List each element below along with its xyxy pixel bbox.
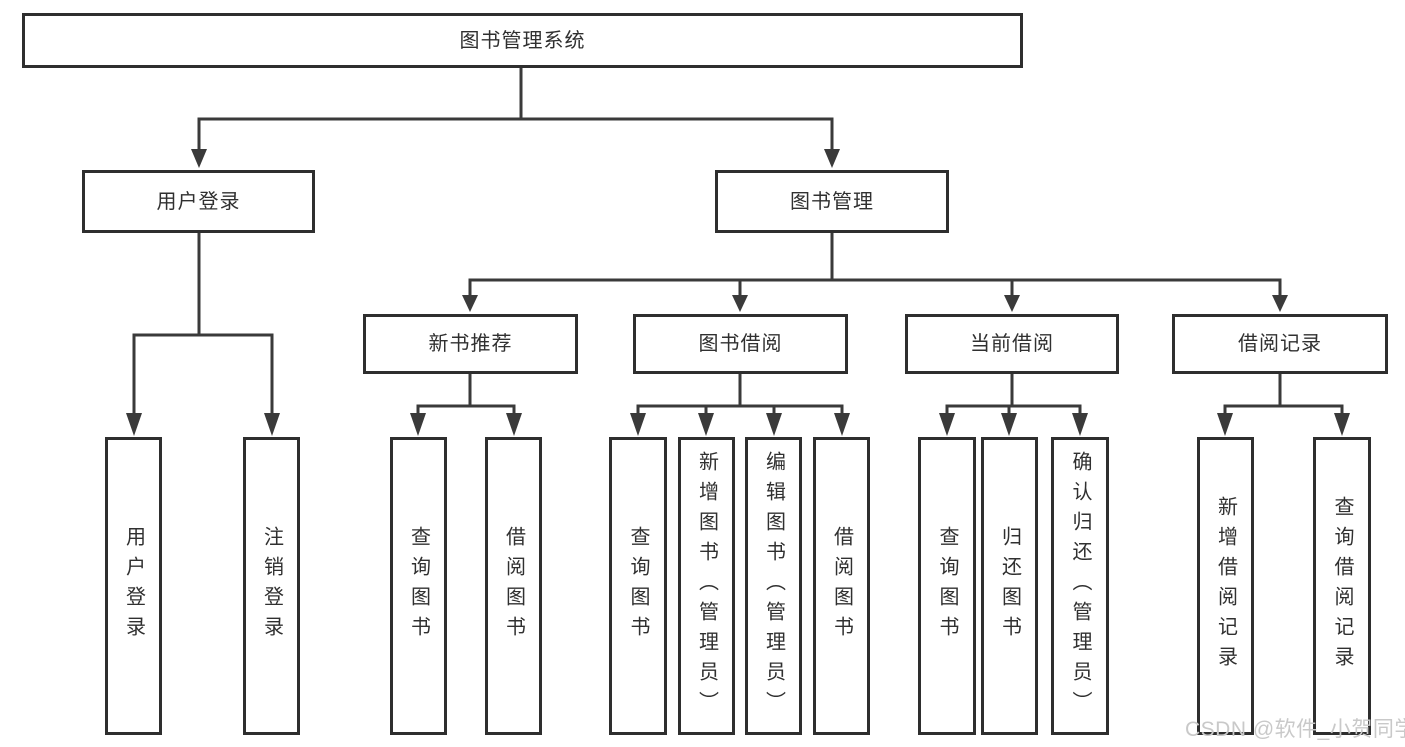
node-book-management: 图书管理 [715,170,949,233]
leaf-add-books-admin: 新增图书（管理员） [678,437,735,735]
leaf-borrow-books-recommend: 借阅图书 [485,437,542,735]
node-user-login: 用户登录 [82,170,315,233]
node-root-system: 图书管理系统 [22,13,1023,68]
leaf-label: 用户登录 [122,526,145,646]
node-label: 用户登录 [156,190,241,213]
leaf-label: 借阅图书 [502,526,525,646]
leaf-edit-books-admin: 编辑图书（管理员） [745,437,802,735]
leaf-label: 查询借阅记录 [1331,496,1353,676]
leaf-label: 归还图书 [998,526,1021,646]
node-label: 图书管理 [790,190,874,213]
leaf-label: 查询图书 [627,526,649,646]
node-label: 当前借阅 [970,333,1054,355]
leaf-label: 新增图书（管理员） [695,451,718,721]
leaf-query-books-recommend: 查询图书 [390,437,447,735]
leaf-add-borrow-record: 新增借阅记录 [1197,437,1254,735]
node-label: 借阅记录 [1238,333,1322,355]
arrowheads [126,149,1350,436]
leaf-query-books-current: 查询图书 [918,437,976,735]
csdn-watermark: CSDN @软件_小贺同学 [1185,718,1405,741]
leaf-query-books-borrowing: 查询图书 [609,437,667,735]
leaf-label: 编辑图书（管理员） [762,451,785,721]
leaf-label: 查询图书 [407,526,430,646]
leaf-label: 新增借阅记录 [1214,496,1237,676]
leaf-query-borrow-record: 查询借阅记录 [1313,437,1371,735]
node-current-borrowing: 当前借阅 [905,314,1119,374]
leaf-borrow-books: 借阅图书 [813,437,870,735]
node-label: 图书管理系统 [459,29,586,52]
leaf-label: 查询图书 [936,526,958,646]
leaf-logout: 注销登录 [243,437,300,735]
node-borrowing-records: 借阅记录 [1172,314,1388,374]
leaf-return-books: 归还图书 [981,437,1038,735]
node-book-borrowing: 图书借阅 [633,314,848,374]
leaf-confirm-return-admin: 确认归还（管理员） [1051,437,1109,735]
leaf-label: 确认归还（管理员） [1069,451,1091,721]
leaf-label: 注销登录 [260,526,283,646]
leaf-label: 借阅图书 [830,526,853,646]
leaf-user-login: 用户登录 [105,437,162,735]
node-label: 新书推荐 [428,333,513,355]
node-label: 图书借阅 [698,333,783,355]
node-new-book-recommend: 新书推荐 [363,314,578,374]
